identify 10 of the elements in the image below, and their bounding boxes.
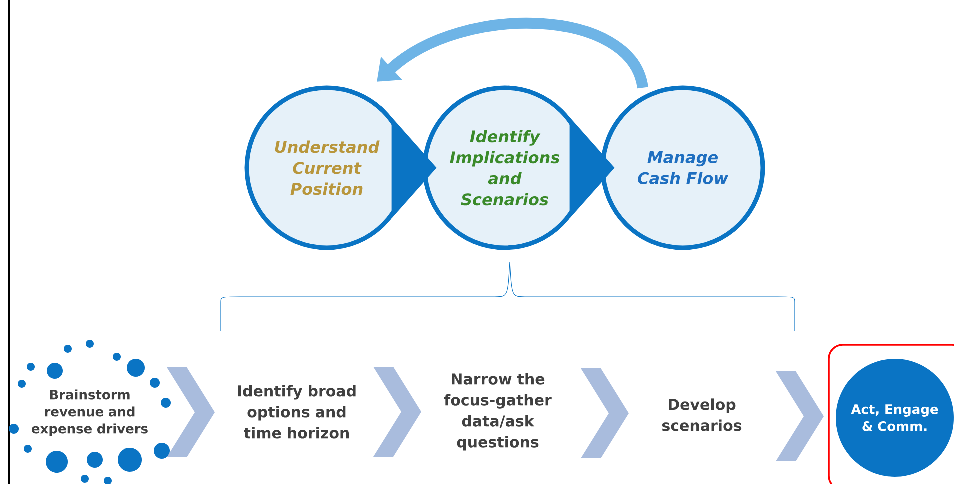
step-text: Brainstorm revenue and expense drivers (32, 390, 148, 436)
arrow (570, 117, 615, 219)
arrow (167, 367, 215, 458)
arrow (581, 368, 629, 458)
step-text: Narrow the focus-gather data/ask questions (444, 373, 552, 451)
arrow (776, 371, 824, 462)
arrow (392, 117, 437, 219)
arrow (374, 366, 422, 457)
step-text: Identify broad options and time horizon (238, 385, 356, 439)
step-text: Develop scenarios (662, 398, 742, 432)
